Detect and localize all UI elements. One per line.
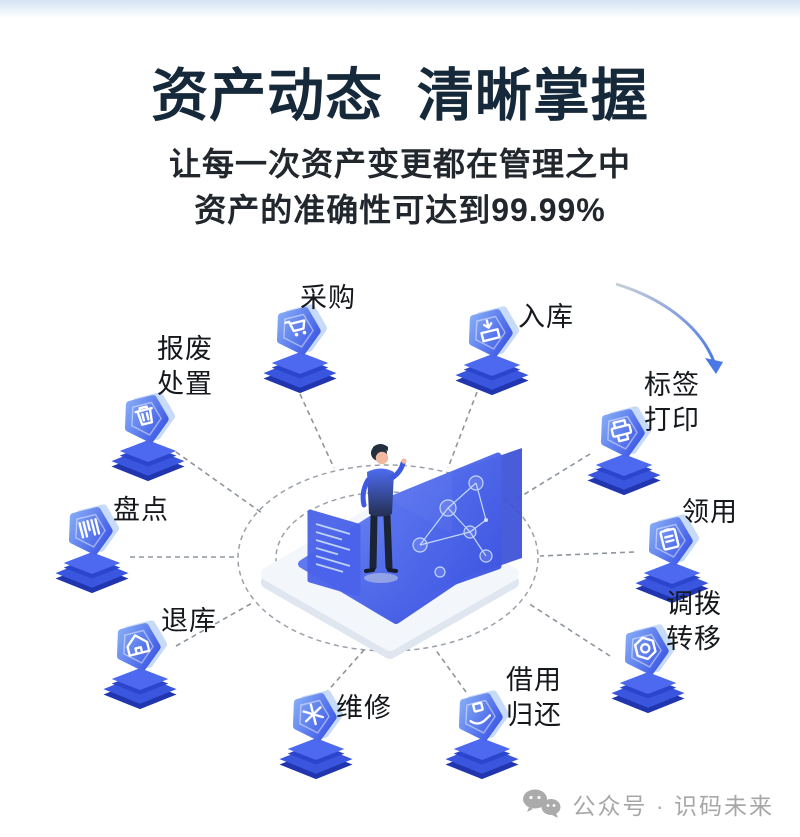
node-label-pandian: 盘点 <box>113 495 169 525</box>
subtitle-line-2: 资产的准确性可达到99.99% <box>194 192 606 228</box>
barcode-icon <box>48 500 136 595</box>
house-icon <box>96 616 184 711</box>
node-label-baofei-chuzhi: 报废 处置 <box>157 334 213 400</box>
center-illustration <box>261 444 522 659</box>
network-graph <box>412 475 493 578</box>
node-label-weixiu: 维修 <box>336 693 392 723</box>
warehouse-in-icon <box>448 302 536 397</box>
wechat-icon <box>522 789 561 818</box>
subtitle-line-1: 让每一次资产变更都在管理之中 <box>168 146 631 182</box>
cycle-arrow <box>615 282 723 374</box>
node-label-caigou: 采购 <box>300 283 356 313</box>
trash-icon <box>104 388 192 483</box>
node-label-lingyong: 领用 <box>682 497 738 527</box>
asterisk-icon <box>272 686 360 781</box>
printer-icon <box>580 402 668 497</box>
node-label-tuiku: 退库 <box>161 606 217 636</box>
page-title: 资产动态 清晰掌握 <box>151 64 649 128</box>
top-gradient-band <box>0 0 800 20</box>
orbit-rings <box>237 464 539 652</box>
connector-lines <box>130 391 635 695</box>
node-label-diaobo-zhuanyi: 调拨 转移 <box>666 589 722 655</box>
clipboard-icon <box>628 510 716 605</box>
cart-icon <box>256 300 344 395</box>
node-label-jieyong-guihuan: 借用 归还 <box>506 665 562 731</box>
footer-watermark: 公众号 · 识码未来 <box>521 787 774 821</box>
person-figure <box>360 444 407 583</box>
list-screen <box>307 509 361 597</box>
node-label-ruku: 入库 <box>518 302 574 332</box>
node-label-biaoqian-dayin: 标签 打印 <box>644 370 700 436</box>
footer-account-label: 公众号 · 识码未来 <box>572 793 774 819</box>
hand-return-icon <box>438 686 526 781</box>
nut-ring-icon <box>604 620 692 715</box>
